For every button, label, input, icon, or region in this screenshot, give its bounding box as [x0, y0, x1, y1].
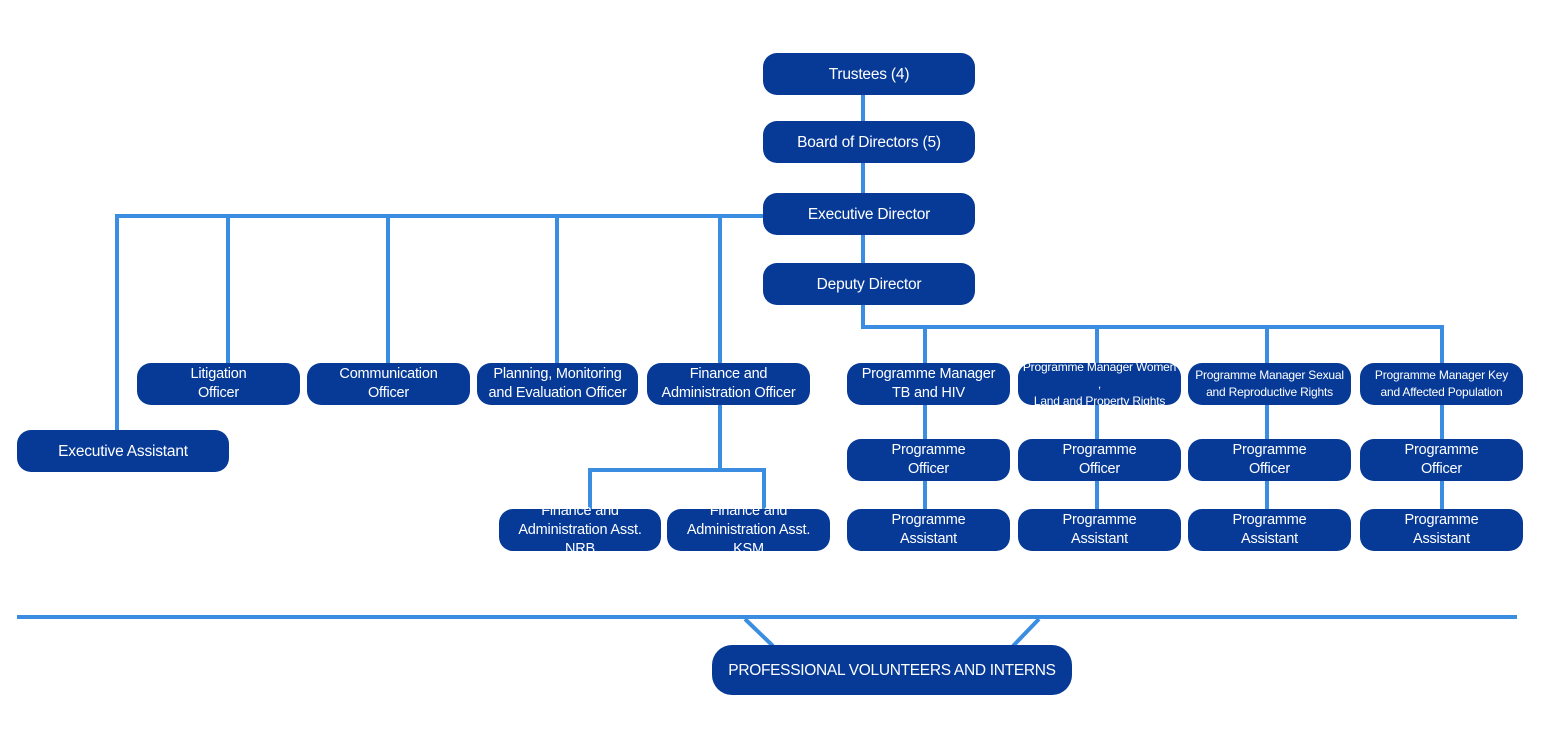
finance-officer-node: Finance and Administration Officer: [647, 363, 810, 405]
connector-exec-left-bar: [115, 214, 763, 430]
planning-officer-node: Planning, Monitoring and Evaluation Offi…: [477, 363, 638, 405]
programme-officer-node: Programme Officer: [1360, 439, 1523, 481]
connector-finance-assts: [588, 468, 766, 509]
programme-assistant-node: Programme Assistant: [1188, 509, 1351, 551]
deputy-director-node: Deputy Director: [763, 263, 975, 305]
pm-srh-node: Programme Manager Sexual and Reproductiv…: [1188, 363, 1351, 405]
litigation-officer-node: Litigation Officer: [137, 363, 300, 405]
programme-assistant-node: Programme Assistant: [847, 509, 1010, 551]
connector-volunteers-left: [743, 617, 775, 648]
programme-assistant-node: Programme Assistant: [1018, 509, 1181, 551]
communication-officer-node: Communication Officer: [307, 363, 470, 405]
finance-asst-nrb-node: Finance and Administration Asst. NRB: [499, 503, 661, 557]
pm-women-land-node: Programme Manager Women , Land and Prope…: [1018, 360, 1181, 408]
executive-director-node: Executive Director: [763, 193, 975, 235]
pm-tb-hiv-node: Programme Manager TB and HIV: [847, 363, 1010, 405]
programme-officer-node: Programme Officer: [1188, 439, 1351, 481]
connector-volunteers-right: [1011, 617, 1041, 648]
pm-key-population-node: Programme Manager Key and Affected Popul…: [1360, 363, 1523, 405]
programme-assistant-node: Programme Assistant: [1360, 509, 1523, 551]
programme-officer-node: Programme Officer: [847, 439, 1010, 481]
executive-assistant-node: Executive Assistant: [17, 430, 229, 472]
board-node: Board of Directors (5): [763, 121, 975, 163]
trustees-node: Trustees (4): [763, 53, 975, 95]
programme-officer-node: Programme Officer: [1018, 439, 1181, 481]
finance-asst-ksm-node: Finance and Administration Asst. KSM: [667, 503, 830, 557]
connector-deputy-bar: [861, 305, 1444, 363]
volunteers-node: PROFESSIONAL VOLUNTEERS AND INTERNS: [712, 645, 1072, 695]
